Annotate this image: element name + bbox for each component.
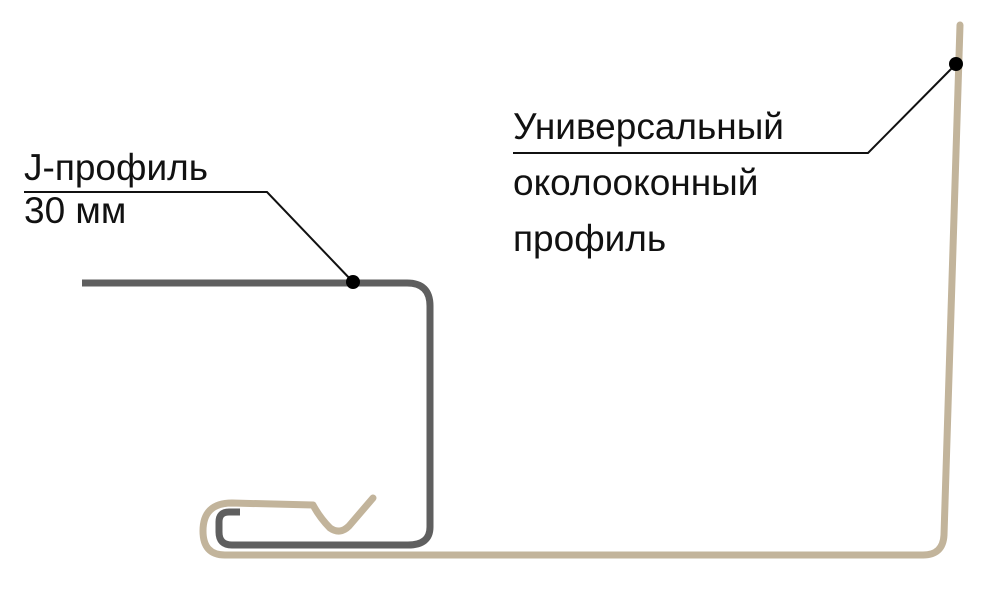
universal-profile-leader-line <box>513 63 957 154</box>
j-profile-pointer-dot <box>346 275 360 289</box>
j-profile-label-line2: 30 мм <box>24 190 127 231</box>
universal-profile-pointer-dot <box>949 57 963 71</box>
universal-profile-label-line2: околооконный <box>513 162 759 203</box>
universal-profile-label-line3: профиль <box>513 218 667 259</box>
universal-profile-label-line1: Универсальный <box>513 106 784 147</box>
universal-profile-shape <box>199 21 964 559</box>
j-profile-label-line1: J-профиль <box>24 147 208 188</box>
j-profile-shape <box>82 279 434 549</box>
j-profile-leader-line <box>24 191 354 283</box>
